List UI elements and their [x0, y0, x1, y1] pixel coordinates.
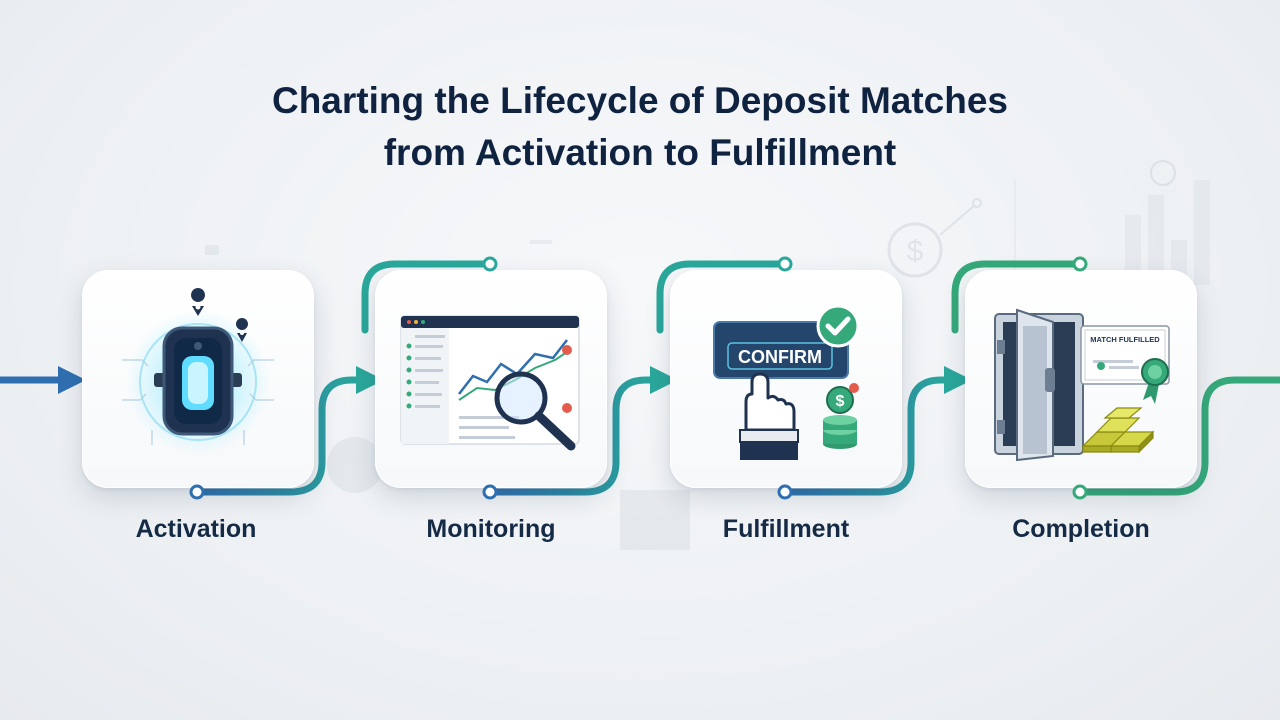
power-switch-icon	[122, 288, 274, 454]
stage-card-completion: MATCH FULFILLED	[965, 270, 1197, 488]
location-pin-icon	[191, 288, 206, 316]
background-faint-shapes	[205, 240, 690, 550]
coin-stack-icon: $	[823, 383, 859, 449]
stage-label-activation: Activation	[135, 515, 257, 543]
certificate-text: MATCH FULFILLED	[1090, 335, 1160, 344]
stage-card-activation	[82, 270, 314, 488]
stage-card-fulfillment: CONFIRM $	[670, 270, 902, 488]
stage-card-monitoring	[375, 270, 607, 488]
vault-door-icon	[994, 308, 1084, 462]
dashboard-magnifier-icon	[400, 315, 580, 451]
pointing-hand-icon	[739, 372, 799, 460]
svg-text:$: $	[836, 393, 845, 410]
stage-label-monitoring: Monitoring	[426, 515, 556, 543]
confirm-button-text: CONFIRM	[738, 347, 822, 367]
page-title: Charting the Lifecycle of Deposit Matche…	[0, 75, 1280, 179]
award-ribbon-icon	[1141, 358, 1169, 404]
magnifier-icon	[494, 371, 548, 425]
checkmark-icon	[816, 304, 860, 348]
title-line-2: from Activation to Fulfillment	[383, 131, 897, 173]
gold-bars-icon	[1081, 407, 1155, 454]
stage-label-fulfillment: Fulfillment	[722, 515, 850, 543]
location-pin-icon	[236, 318, 249, 342]
background-dollar-coin-icon: $	[887, 160, 1176, 278]
title-line-1: Charting the Lifecycle of Deposit Matche…	[271, 79, 1009, 121]
confirm-button-icon: CONFIRM $	[713, 304, 860, 460]
stage-label-completion: Completion	[1012, 515, 1150, 543]
vault-certificate-icon: MATCH FULFILLED	[994, 308, 1170, 462]
svg-text:$: $	[907, 235, 924, 268]
